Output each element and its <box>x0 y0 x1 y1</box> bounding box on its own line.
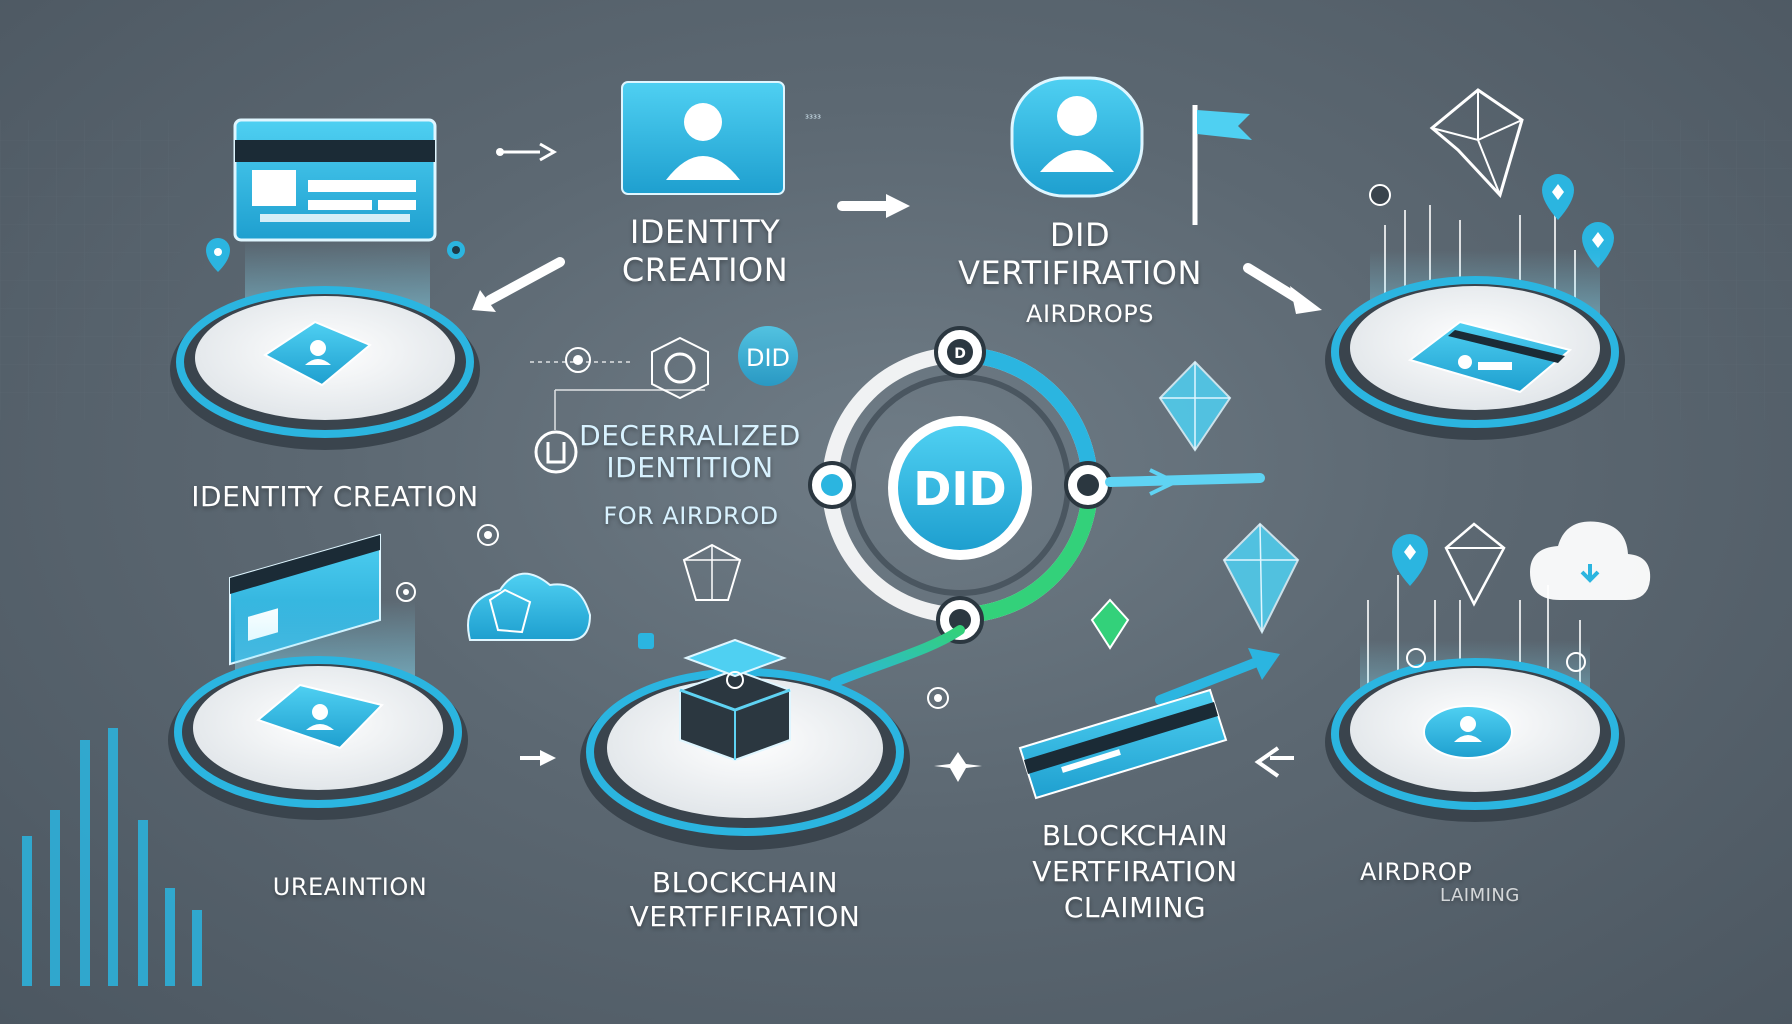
small-ring-icon-2 <box>396 582 416 602</box>
sparkle-icon <box>934 752 982 782</box>
decentralized-line1: DECERRALIZED <box>579 419 801 452</box>
identity-creation-top-line2: CREATION <box>621 251 789 289</box>
arrow-icon-bottom <box>520 750 556 766</box>
small-ring-icon <box>477 524 499 546</box>
arrow-icon-back <box>472 257 565 312</box>
arrow-icon-ring-right <box>1105 468 1265 496</box>
identity-creation-top-label: IDENTITY CREATION <box>615 213 795 289</box>
blockchain-bottom-line2: VERTFIFIRATION <box>629 900 861 933</box>
blockchain-verification-label: BLOCKCHAIN VERTFIFIRATION <box>620 866 870 934</box>
shield-icon <box>565 347 591 373</box>
id-card-icon-tilted <box>1407 320 1573 394</box>
blockchain-claiming-label: BLOCKCHAIN VERTFIRATION CLAIMING <box>990 818 1280 926</box>
airdrop-line2: LAIMING <box>1440 885 1520 906</box>
background-grid-left <box>0 120 180 420</box>
did-profile-icon <box>1010 76 1144 198</box>
ring-node-top-text: D <box>954 346 966 362</box>
background-grid-right <box>1620 120 1792 420</box>
location-pin-icon-3 <box>1392 534 1428 586</box>
arrow-icon-right <box>837 194 910 218</box>
did-verification-line1: DID <box>1049 216 1111 254</box>
hexagon-icon <box>651 336 709 400</box>
creation-bottom-label: UREAINTION <box>272 873 428 901</box>
location-pin-icon-1 <box>1542 174 1574 220</box>
decentralized-identity-label: DECERRALIZED IDENTITION <box>560 420 820 484</box>
small-ring-icon-3 <box>927 687 949 709</box>
diamond-token-icon-center <box>1158 360 1232 452</box>
id-card-icon <box>233 118 437 242</box>
small-badge-icon <box>447 241 465 259</box>
green-arrow-icon <box>830 625 965 687</box>
did-verification-label: DID VERTIFIRATION <box>940 216 1220 292</box>
decentralized-line2: IDENTITION <box>606 451 774 484</box>
bar-chart-icon <box>22 728 202 986</box>
user-profile-icon <box>621 81 785 195</box>
blockchain-claim-line1: BLOCKCHAIN <box>1041 819 1229 852</box>
for-airdrop-label: FOR AIRDROD <box>603 502 779 530</box>
airdrop-claiming-label: AIRDROP LAIMING <box>1350 860 1610 908</box>
arrow-icon-bottom-right <box>1254 746 1294 778</box>
location-pin-icon <box>206 238 230 272</box>
blockchain-bottom-line1: BLOCKCHAIN <box>651 866 839 899</box>
blockchain-claim-line2: VERTFIRATION <box>1032 855 1238 888</box>
blockchain-server-icon <box>679 638 791 762</box>
diamond-token-icon <box>1429 88 1524 198</box>
identity-creation-left-label: IDENTITY CREATION <box>191 480 479 513</box>
diamond-token-icon-2 <box>1222 522 1300 635</box>
diamond-outline-icon <box>682 543 742 601</box>
blue-arrow-icon <box>1155 648 1280 705</box>
eye-icon <box>1369 184 1391 206</box>
center-did-text: DID <box>913 462 1006 516</box>
small-badge-icon-2 <box>638 633 654 649</box>
ring-node-top: D <box>934 326 986 378</box>
flag-icon <box>1192 105 1252 225</box>
did-badge-small-text: DID <box>746 344 790 372</box>
cloud-diamond-icon <box>467 572 592 641</box>
blockchain-claim-line3: CLAIMING <box>1063 891 1207 924</box>
identity-creation-top-line1: IDENTITY <box>629 213 781 251</box>
ring-node-left <box>808 461 856 509</box>
ring-node-right <box>1064 461 1112 509</box>
user-badge-icon <box>263 320 372 387</box>
user-card-icon-tilted <box>255 683 384 750</box>
did-badge-icon: DID <box>888 416 1032 560</box>
airdrop-line1: AIRDROP <box>1360 858 1473 886</box>
did-badge-small: DID <box>738 326 798 386</box>
arrow-icon-down-right <box>1243 263 1322 314</box>
airdrops-label: AIRDROPS <box>1026 300 1154 328</box>
cloud-icon <box>1530 521 1651 600</box>
credit-card-icon <box>1018 688 1228 800</box>
tiny-marker-label: ³³³³ <box>805 114 821 125</box>
user-coin-icon <box>1423 705 1513 759</box>
small-ring-icon-4 <box>1406 648 1586 672</box>
did-verification-line2: VERTIFIRATION <box>958 254 1202 292</box>
diamond-token-icon-3 <box>1444 522 1506 607</box>
green-gem-icon <box>1090 598 1130 650</box>
badge-icon-left <box>534 430 578 474</box>
arrow-icon <box>496 142 558 162</box>
